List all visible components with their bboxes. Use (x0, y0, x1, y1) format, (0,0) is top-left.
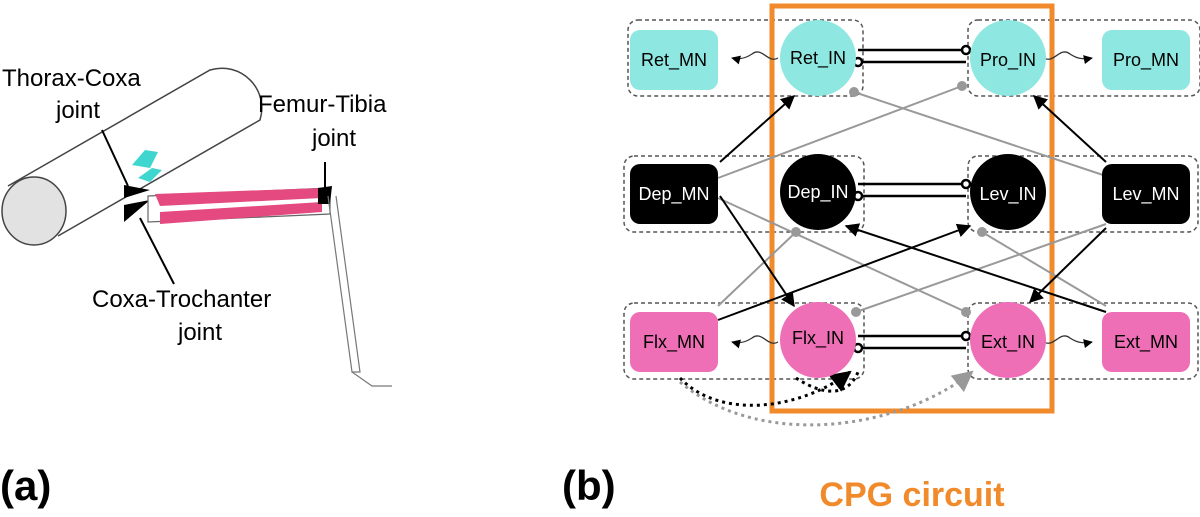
panel-a: Thorax-Coxa joint Femur-Tibia joint Coxa… (0, 65, 392, 509)
thorax-cylinder (1, 67, 263, 246)
dep-in-node (780, 154, 856, 230)
feedback-arc-gray (679, 370, 974, 427)
ret-in-label: Ret_IN (790, 48, 846, 69)
thorax-coxa-label-1: Thorax-Coxa (2, 65, 141, 92)
dep-in-label: Dep_IN (787, 182, 848, 203)
lev-mn-label: Lev_MN (1112, 184, 1179, 205)
pro-mn-label: Pro_MN (1113, 50, 1179, 71)
ret-mn-label: Ret_MN (641, 50, 707, 71)
coxa-trochanter-label-1: Coxa-Trochanter (92, 286, 271, 313)
panel-a-label: (a) (0, 462, 51, 509)
thorax-coxa-label-2: joint (55, 97, 100, 124)
feedback-arc-black (678, 370, 852, 407)
femur-tibia-label-2: joint (311, 125, 356, 152)
coxa-trochanter-leader (139, 217, 175, 285)
node-labels: Ret_MN Ret_IN Pro_IN Pro_MN Dep_MN Dep_I… (638, 48, 1179, 353)
dep-mn-node (630, 164, 718, 224)
flx-in-node (780, 302, 856, 378)
panel-b: Ret_MN Ret_IN Pro_IN Pro_MN Dep_MN Dep_I… (562, 3, 1200, 514)
flx-in-label: Flx_IN (792, 328, 844, 349)
tibia-segment (327, 195, 361, 373)
cpg-box (769, 3, 1055, 414)
coxa-muscle-2 (138, 168, 162, 182)
in-nodes (780, 20, 1046, 378)
ret-in-node (780, 20, 856, 96)
ext-mn-label: Ext_MN (1114, 332, 1178, 353)
cpg-circuit-label: CPG circuit (819, 476, 1004, 512)
lev-mn-node (1102, 164, 1190, 224)
gray-connections (717, 81, 1107, 317)
pro-in-node (970, 20, 1046, 96)
femur-muscle-lower (160, 202, 322, 224)
thorax-coxa-joint-marker (124, 185, 150, 198)
flx-mn-node (630, 312, 718, 372)
curly-connectors (731, 51, 1093, 349)
ext-mn-node (1102, 312, 1190, 372)
coxa-trochanter-label-2: joint (177, 319, 222, 346)
lev-in-label: Lev_IN (979, 184, 1036, 205)
tarsus-segment (351, 371, 392, 387)
coxa-trochanter-joint-marker (124, 200, 150, 222)
ext-in-label: Ext_IN (981, 332, 1035, 353)
pro-mn-node (1102, 30, 1190, 90)
mn-nodes (630, 30, 1190, 372)
feedback-arc-black-2 (795, 371, 860, 393)
panel-b-label: (b) (562, 462, 616, 509)
flx-mn-label: Flx_MN (643, 332, 705, 353)
dep-mn-label: Dep_MN (638, 184, 709, 205)
femur-muscle-upper (155, 188, 322, 206)
lev-in-node (970, 154, 1046, 230)
ext-in-node (970, 302, 1046, 378)
pro-in-label: Pro_IN (980, 50, 1036, 71)
femur-tibia-label-1: Femur-Tibia (258, 91, 387, 118)
femur-tibia-joint-marker (318, 186, 332, 204)
thorax-coxa-leader (101, 129, 129, 187)
ret-mn-node (630, 30, 718, 90)
mutual-inhibition (852, 44, 972, 354)
coxa-muscle (132, 150, 158, 168)
black-connections (717, 95, 1107, 321)
